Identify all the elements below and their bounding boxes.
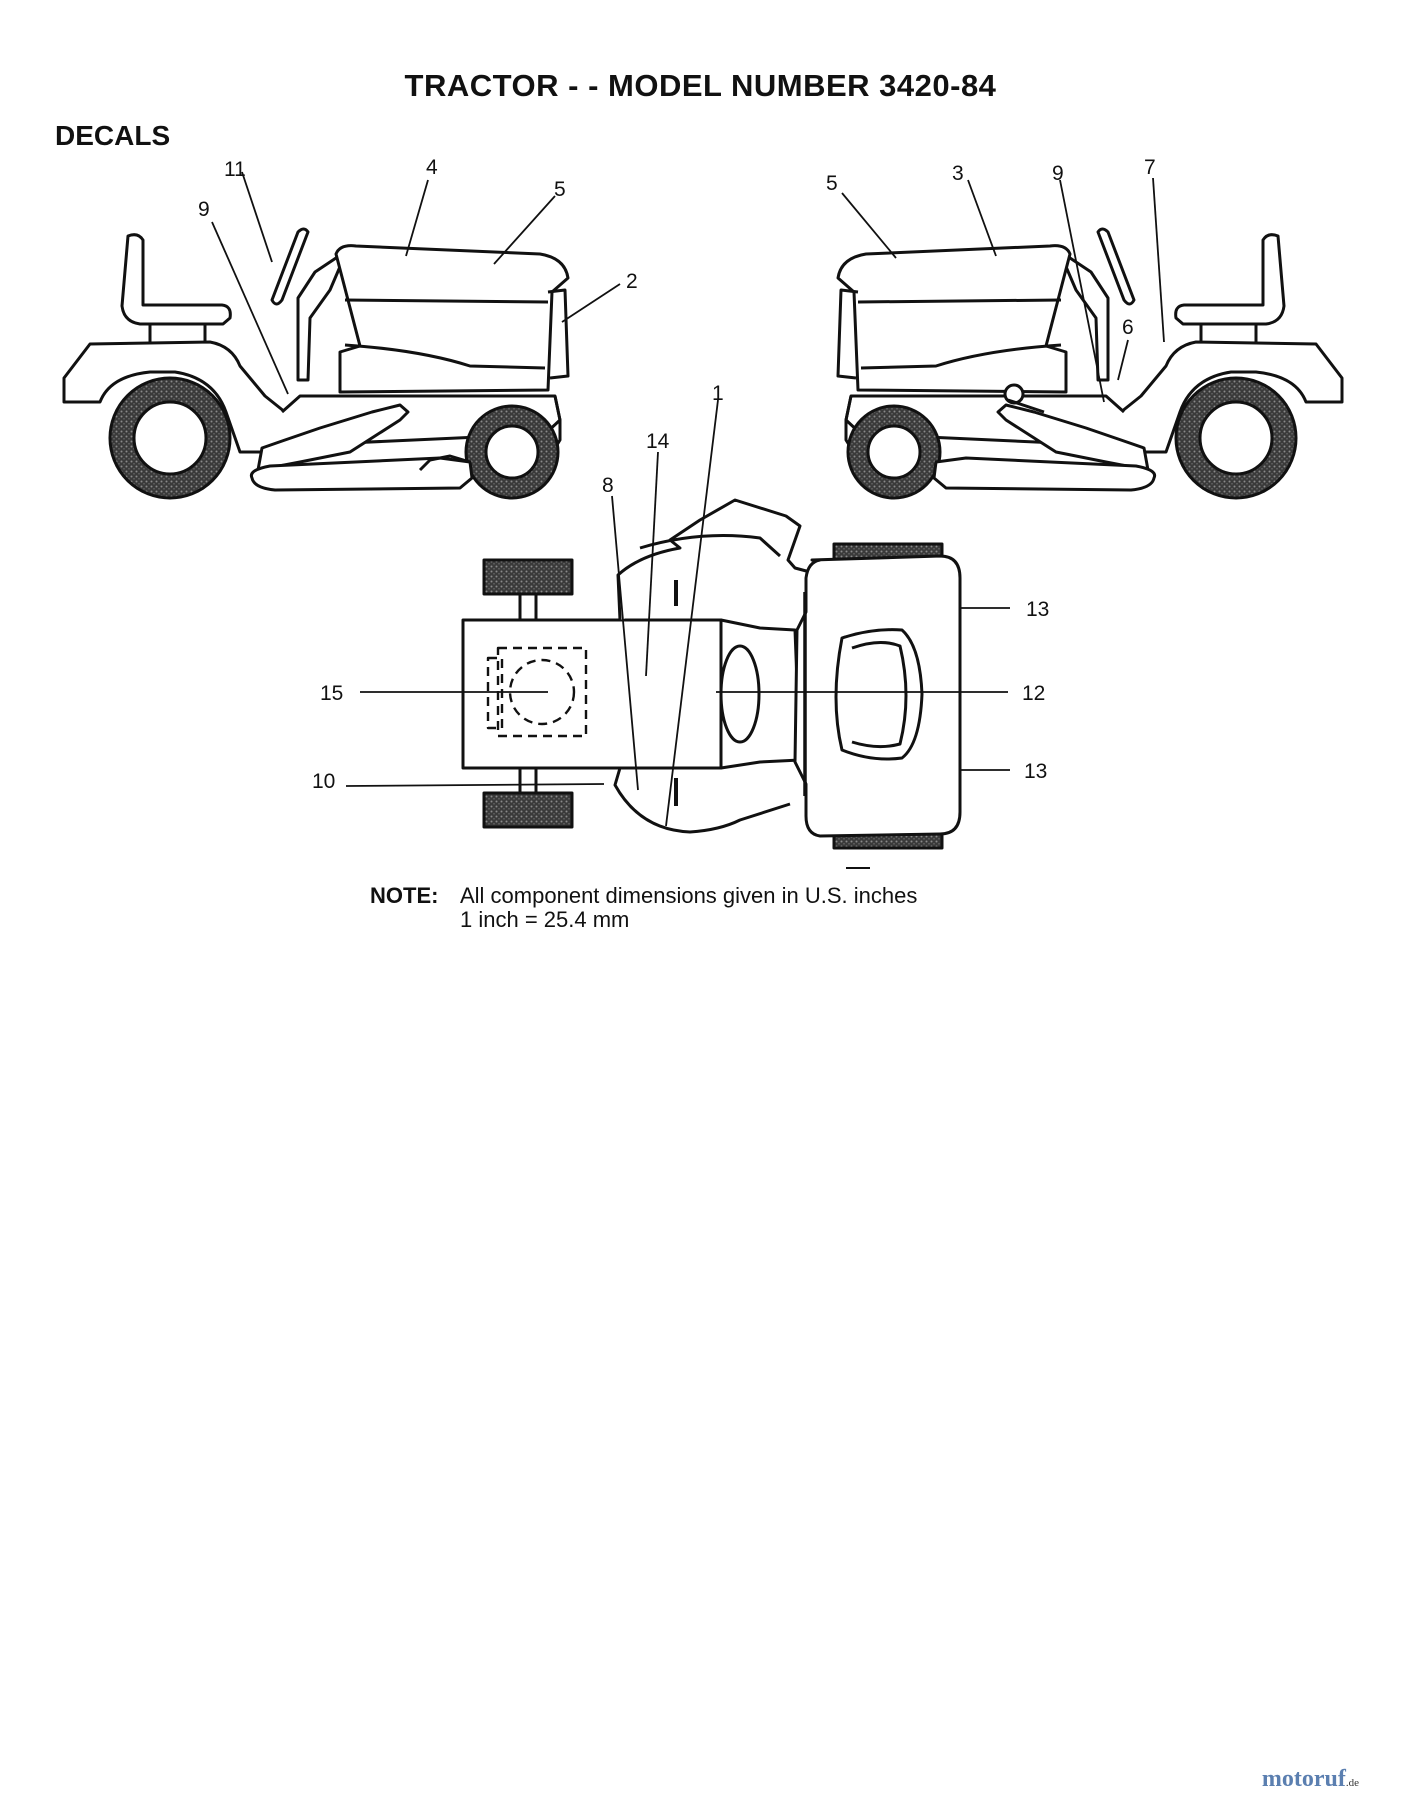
right-view-leaders bbox=[841, 177, 1165, 403]
note-line-2: 1 inch = 25.4 mm bbox=[460, 907, 630, 932]
callout-left-5: 5 bbox=[554, 178, 566, 201]
callout-top-14: 14 bbox=[646, 430, 670, 453]
note-line-1: All component dimensions given in U.S. i… bbox=[460, 883, 918, 908]
tractor-right-side-view bbox=[836, 227, 1344, 500]
callout-left-9: 9 bbox=[198, 198, 210, 221]
section-heading: DECALS bbox=[55, 120, 171, 151]
watermark-logo: motoruf.de bbox=[1262, 1766, 1359, 1793]
note-label: NOTE: bbox=[370, 883, 439, 908]
callout-left-11: 11 bbox=[224, 158, 246, 181]
callout-right-6: 6 bbox=[1122, 316, 1134, 339]
callout-right-5: 5 bbox=[826, 172, 838, 195]
page-title: TRACTOR - - MODEL NUMBER 3420-84 bbox=[404, 68, 997, 103]
callout-left-4: 4 bbox=[426, 156, 438, 179]
watermark-domain: .de bbox=[1345, 1777, 1359, 1789]
callout-right-9: 9 bbox=[1052, 162, 1064, 185]
callout-top-1: 1 bbox=[712, 382, 724, 405]
dimension-note: NOTE: All component dimensions given in U… bbox=[370, 884, 917, 932]
callout-top-12: 12 bbox=[1022, 682, 1045, 705]
callout-top-13-upper: 13 bbox=[1026, 598, 1049, 621]
tractor-top-view bbox=[345, 399, 1010, 850]
callout-left-2: 2 bbox=[626, 270, 638, 293]
callout-right-7: 7 bbox=[1144, 156, 1156, 179]
tractor-left-side-view bbox=[62, 171, 621, 500]
callout-top-15: 15 bbox=[320, 682, 343, 705]
callout-right-3: 3 bbox=[952, 162, 964, 185]
callout-top-8: 8 bbox=[602, 474, 614, 497]
callout-top-10: 10 bbox=[312, 770, 335, 793]
watermark-brand: motoruf bbox=[1261, 1766, 1346, 1792]
callout-top-13-lower: 13 bbox=[1024, 760, 1047, 783]
